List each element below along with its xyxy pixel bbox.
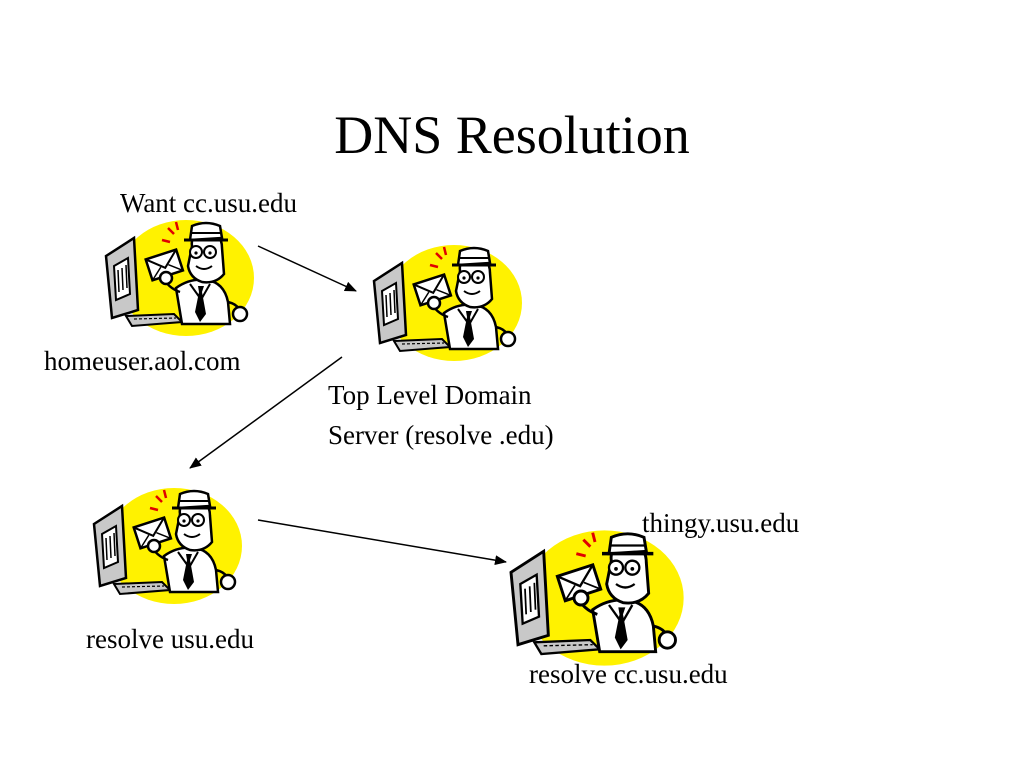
cc-server-label: resolve cc.usu.edu	[529, 659, 728, 689]
tld-server-label-line1: Top Level Domain	[328, 380, 532, 410]
arrow-tld-to-usu	[189, 356, 343, 469]
slide-title: DNS Resolution	[334, 105, 690, 165]
arrow-client-to-tld	[257, 245, 357, 292]
usu-server-label: resolve usu.edu	[86, 624, 254, 654]
request-label: Want cc.usu.edu	[120, 188, 298, 218]
target-host-label: thingy.usu.edu	[642, 508, 800, 538]
arrow-usu-to-cc	[257, 519, 507, 566]
tld-server-label: Top Level Domain Server (resolve .edu)	[328, 375, 554, 455]
tld-server-label-line2: Server (resolve .edu)	[328, 420, 554, 450]
client-host-label: homeuser.aol.com	[44, 346, 241, 376]
